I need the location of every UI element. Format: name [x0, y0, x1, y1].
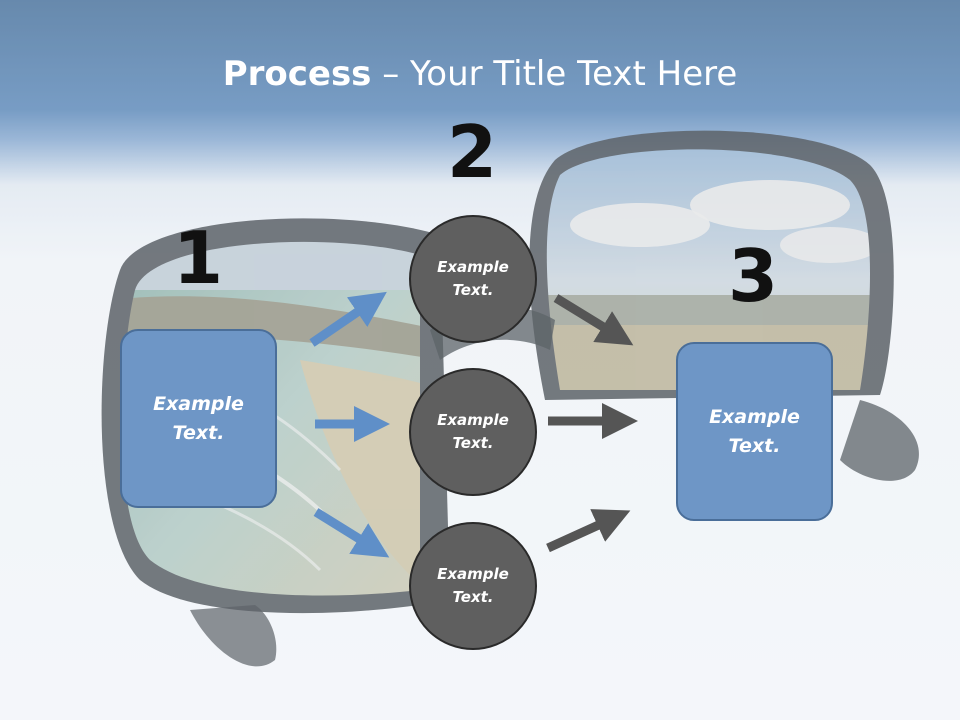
title-rest: – Your Title Text Here	[371, 54, 738, 94]
circle-3-line2: Text.	[452, 588, 494, 606]
circle-1-line2: Text.	[452, 281, 494, 299]
circle-3-line1: Example	[437, 565, 509, 583]
circle-2-line2: Text.	[452, 434, 494, 452]
circle-1-line1: Example	[437, 258, 509, 276]
step-number-1: 1	[172, 216, 224, 300]
step-number-2: 2	[446, 110, 498, 194]
slide-title: Process – Your Title Text Here	[0, 52, 960, 96]
output-box-line1: Example	[709, 405, 800, 428]
circle-2-line1: Example	[437, 411, 509, 429]
input-box-line1: Example	[153, 392, 244, 415]
step-number-3: 3	[727, 234, 779, 318]
input-box-line2: Text.	[172, 421, 225, 444]
title-bold: Process	[222, 54, 372, 94]
output-box-line2: Text.	[728, 434, 781, 457]
